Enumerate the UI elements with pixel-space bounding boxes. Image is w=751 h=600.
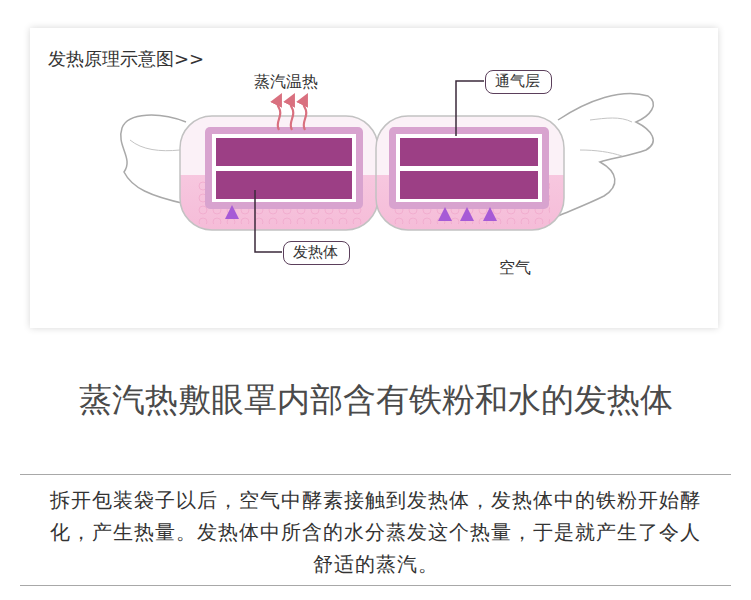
page-title: 蒸汽热敷眼罩内部含有铁粉和水的发热体: [0, 378, 751, 422]
diagram-label: 空气: [499, 258, 531, 279]
body-text: 拆开包装袋子以后，空气中酵素接触到发热体，发热体中的铁粉开始酵化，产生热量。发热…: [40, 484, 711, 580]
label-holder: 发热原理示意图>>: [48, 47, 204, 71]
divider-line: [20, 585, 731, 586]
label-holder: 空气: [499, 258, 531, 279]
box-label: 发热体: [284, 242, 349, 262]
title-holder: 蒸汽热敷眼罩内部含有铁粉和水的发热体: [0, 378, 751, 422]
diagram-label: 发热原理示意图>>: [48, 47, 204, 71]
divider-line: [20, 474, 731, 475]
label-holder: 蒸汽温热: [254, 72, 318, 93]
label-box: 发热体: [283, 241, 350, 265]
caption-holder: 拆开包装袋子以后，空气中酵素接触到发热体，发热体中的铁粉开始酵化，产生热量。发热…: [40, 484, 711, 580]
diagram-label: 蒸汽温热: [254, 72, 318, 93]
label-box: 通气层: [485, 70, 552, 94]
box-label: 通气层: [486, 71, 551, 91]
